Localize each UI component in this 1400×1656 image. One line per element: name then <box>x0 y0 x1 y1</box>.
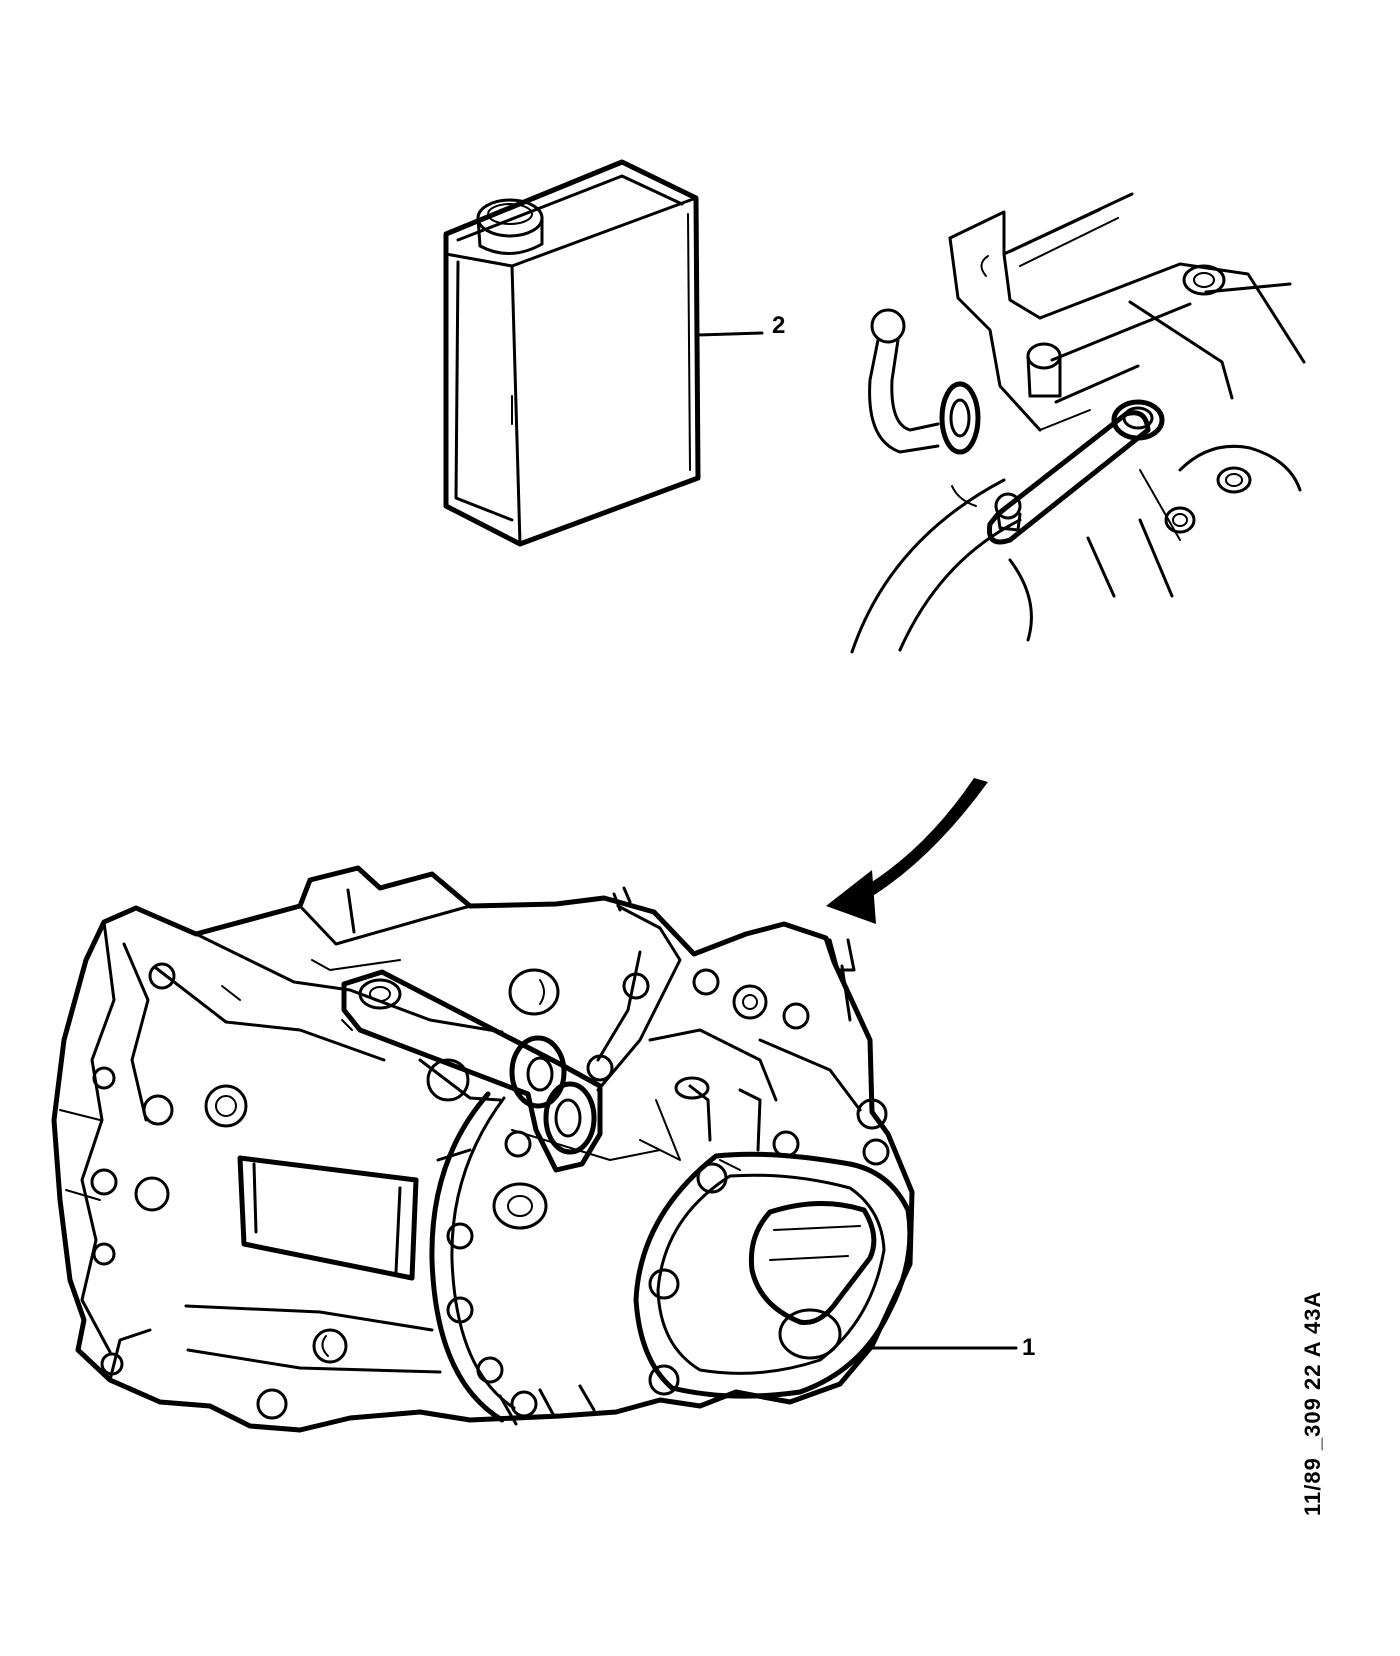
callout-label-1: 1 <box>1022 1334 1036 1361</box>
gearbox-illustration <box>51 865 1018 1433</box>
oil-can-illustration <box>443 159 764 547</box>
selector-detail-illustration <box>850 192 1306 654</box>
callout-label-2: 2 <box>772 312 786 339</box>
drawing-reference-code: 11/89 _309 22 A 43A <box>1300 1290 1325 1516</box>
detail-direction-arrow <box>826 778 988 924</box>
